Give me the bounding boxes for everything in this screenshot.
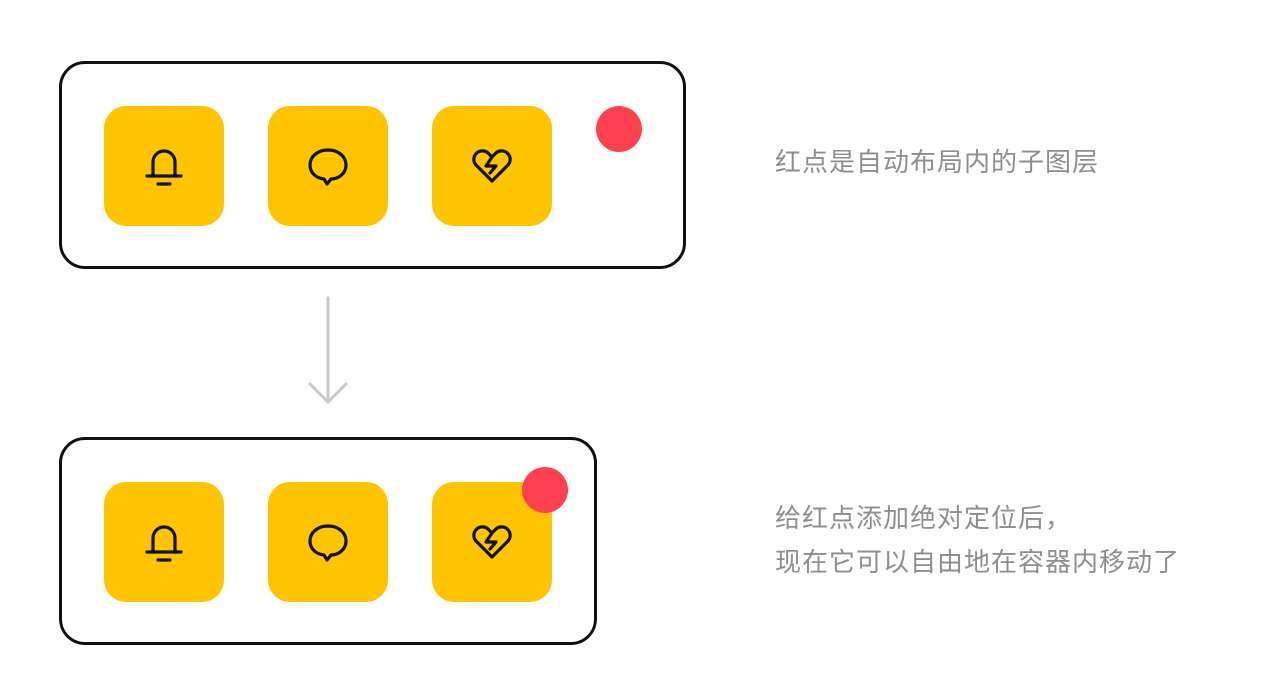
red-badge-dot bbox=[522, 467, 568, 513]
heart-icon bbox=[472, 149, 512, 183]
bell-tile bbox=[104, 482, 224, 602]
auto-layout-container-after bbox=[59, 437, 597, 645]
bell-tile bbox=[104, 106, 224, 226]
caption-after-line1: 给红点添加绝对定位后， bbox=[775, 504, 1073, 534]
caption-before: 红点是自动布局内的子图层 bbox=[775, 141, 1099, 185]
bell-icon bbox=[145, 149, 183, 186]
caption-after: 给红点添加绝对定位后， 现在它可以自由地在容器内移动了 bbox=[775, 497, 1180, 585]
caption-before-text: 红点是自动布局内的子图层 bbox=[775, 148, 1100, 178]
chat-bubble-icon bbox=[308, 524, 348, 562]
caption-after-line2: 现在它可以自由地在容器内移动了 bbox=[775, 548, 1181, 578]
chat-tile bbox=[268, 106, 388, 226]
heart-tile bbox=[432, 106, 552, 226]
arrow-down-icon bbox=[308, 296, 348, 404]
chat-tile bbox=[268, 482, 388, 602]
bell-icon bbox=[145, 525, 183, 562]
red-badge-dot bbox=[596, 106, 642, 152]
heart-icon bbox=[472, 525, 512, 559]
auto-layout-container-before bbox=[59, 61, 686, 269]
chat-bubble-icon bbox=[308, 148, 348, 186]
